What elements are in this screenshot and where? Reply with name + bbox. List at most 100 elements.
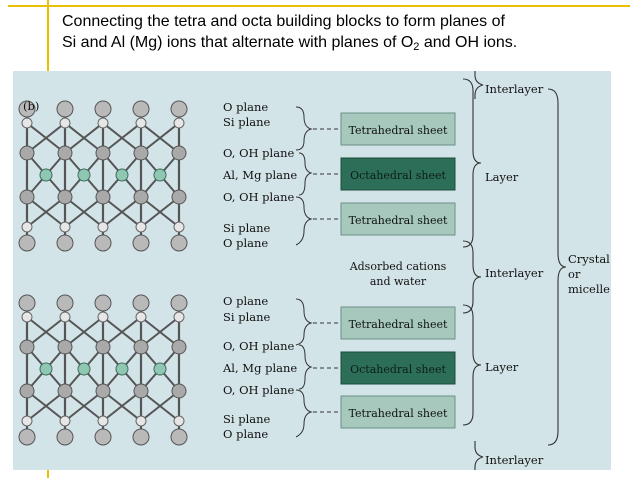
- plane-label-top-o: O plane: [223, 100, 268, 114]
- oxygen-atom: [94, 294, 112, 312]
- oxygen-atom: [170, 234, 188, 252]
- plane-label-top-o-2: O plane: [223, 236, 268, 250]
- silicon-atom: [135, 117, 147, 129]
- adsorbed-cations-label-1: Adsorbed cations: [349, 260, 447, 273]
- oxygen-atom: [18, 234, 36, 252]
- lattice-bond: [26, 122, 66, 154]
- bracket-top-tetra-2: [295, 196, 313, 246]
- aluminum-magnesium-atom: [153, 362, 167, 376]
- right-label-layer-top: Layer: [485, 170, 519, 184]
- sheet-bottom-tetrahedral-1: [340, 306, 456, 340]
- sheet-bottom-tetrahedral-2: [340, 395, 456, 429]
- bracket-bottom-tetra-1: [295, 298, 313, 346]
- oxygen-hydroxyl-atom: [95, 383, 111, 399]
- oxygen-atom: [170, 294, 188, 312]
- brace-crystal: [547, 88, 567, 446]
- plane-label-bottom-si-2: Si plane: [223, 412, 271, 426]
- caption-line-2-a: Si and Al (Mg) ions that alternate with …: [62, 34, 414, 51]
- oxygen-hydroxyl-atom: [57, 383, 73, 399]
- oxygen-atom: [170, 428, 188, 446]
- aluminum-magnesium-atom: [153, 168, 167, 182]
- panel-label: (b): [23, 99, 39, 113]
- right-label-interlayer-top: Interlayer: [485, 82, 544, 96]
- oxygen-hydroxyl-atom: [95, 145, 111, 161]
- plane-label-top-al-mg: Al, Mg plane: [222, 168, 297, 182]
- oxygen-hydroxyl-atom: [171, 145, 187, 161]
- lattice-bond: [102, 316, 142, 348]
- silicon-atom: [135, 415, 147, 427]
- silicon-atom: [59, 221, 71, 233]
- oxygen-hydroxyl-atom: [171, 189, 187, 205]
- crystal-lattice-bottom: [18, 294, 188, 446]
- lattice-bond: [140, 196, 180, 228]
- lattice-bond: [140, 316, 180, 348]
- oxygen-atom: [56, 234, 74, 252]
- slide-caption: Connecting the tetra and octa building b…: [62, 11, 632, 53]
- oxygen-atom: [18, 428, 36, 446]
- sheet-bottom-octahedral-label: Octahedral sheet: [350, 363, 446, 376]
- oxygen-atom: [94, 100, 112, 118]
- lattice-bond: [26, 196, 66, 228]
- silicon-atom: [59, 311, 71, 323]
- oxygen-atom: [18, 100, 36, 118]
- decorative-top-rule: [8, 5, 630, 7]
- aluminum-magnesium-atom: [115, 168, 129, 182]
- aluminum-magnesium-atom: [39, 362, 53, 376]
- sheet-top-octahedral-label: Octahedral sheet: [350, 169, 446, 182]
- lattice-bond: [64, 196, 104, 228]
- silicon-atom: [97, 117, 109, 129]
- lattice-bond: [102, 196, 142, 228]
- plane-label-bottom-o-2: O plane: [223, 427, 268, 441]
- oxygen-atom: [170, 100, 188, 118]
- brace-interlayer-top: [474, 71, 484, 99]
- oxygen-atom: [132, 428, 150, 446]
- figure-svg: (b) O plane Si plane O, OH plane Al, Mg …: [18, 71, 610, 470]
- silicon-atom: [59, 117, 71, 129]
- oxygen-hydroxyl-atom: [95, 339, 111, 355]
- aluminum-magnesium-atom: [77, 168, 91, 182]
- lattice-bond: [140, 390, 180, 422]
- oxygen-hydroxyl-atom: [133, 189, 149, 205]
- oxygen-atom: [132, 294, 150, 312]
- plane-label-bottom-si: Si plane: [223, 310, 271, 324]
- brace-interlayer-bottom: [474, 441, 484, 470]
- crystal-label-2: or: [568, 267, 581, 281]
- silicon-atom: [135, 221, 147, 233]
- plane-label-bottom-o: O plane: [223, 294, 268, 308]
- brace-layer-top: [462, 78, 482, 248]
- silicon-atom: [173, 117, 185, 129]
- oxygen-atom: [132, 234, 150, 252]
- crystal-label-1: Crystal: [568, 252, 610, 266]
- right-label-interlayer-mid: Interlayer: [485, 266, 544, 280]
- adsorbed-cations-label-2: and water: [370, 275, 427, 288]
- caption-line-2: Si and Al (Mg) ions that alternate with …: [62, 32, 632, 53]
- silicon-atom: [173, 311, 185, 323]
- silicon-atom: [59, 415, 71, 427]
- caption-line-2-b: and OH ions.: [419, 34, 518, 51]
- oxygen-hydroxyl-atom: [57, 145, 73, 161]
- oxygen-atom: [94, 428, 112, 446]
- sheet-bottom-tetrahedral-1-label: Tetrahedral sheet: [349, 318, 448, 331]
- oxygen-hydroxyl-atom: [19, 383, 35, 399]
- brace-interlayer-mid: [462, 240, 482, 314]
- crystal-lattice-top: [18, 100, 188, 252]
- lattice-bond: [64, 122, 104, 154]
- lattice-bond: [64, 316, 104, 348]
- silicon-atom: [173, 415, 185, 427]
- bracket-bottom-octa: [298, 344, 313, 390]
- bracket-top-tetra-1: [295, 106, 313, 151]
- plane-label-bottom-al-mg: Al, Mg plane: [222, 361, 297, 375]
- oxygen-atom: [56, 100, 74, 118]
- oxygen-atom: [18, 294, 36, 312]
- oxygen-hydroxyl-atom: [19, 189, 35, 205]
- oxygen-atom: [94, 234, 112, 252]
- right-label-interlayer-bottom: Interlayer: [485, 453, 544, 467]
- aluminum-magnesium-atom: [115, 362, 129, 376]
- lattice-bond: [102, 122, 142, 154]
- oxygen-atom: [56, 294, 74, 312]
- silicon-atom: [21, 415, 33, 427]
- plane-label-top-si-2: Si plane: [223, 221, 271, 235]
- sheet-top-tetrahedral-2: [340, 202, 456, 236]
- oxygen-hydroxyl-atom: [57, 189, 73, 205]
- oxygen-atom: [56, 428, 74, 446]
